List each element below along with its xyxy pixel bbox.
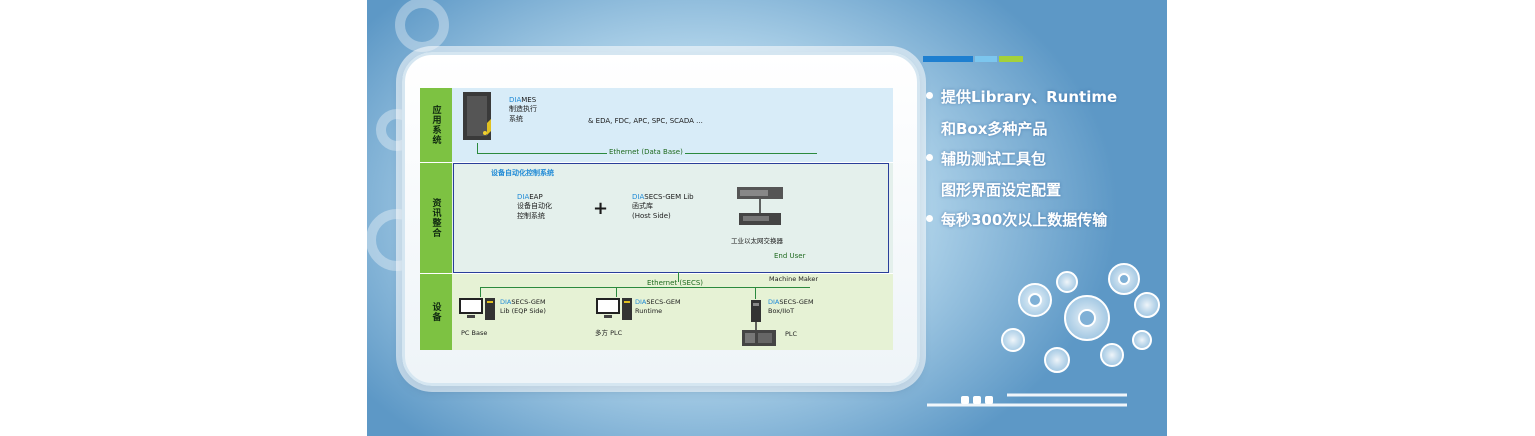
product-banner: 应用系统 DIAMES 制造执行 系统 & EDA, FDC, APC, SPC… bbox=[367, 0, 1167, 436]
dev1-label: DIASECS-GEM Lib (EQP Side) bbox=[500, 298, 546, 315]
row-integration: 资讯整合 设备自动化控制系统 DIAEAP 设备自动化 控制系统 + DIASE… bbox=[420, 163, 893, 273]
switch-icon bbox=[737, 187, 783, 225]
accent-bar-green bbox=[999, 56, 1023, 62]
line-secs-vertical bbox=[678, 272, 679, 282]
line-drop-2 bbox=[616, 287, 617, 297]
end-user-label: End User bbox=[774, 252, 806, 260]
accent-bar-blue bbox=[923, 56, 973, 62]
line-secs bbox=[480, 287, 810, 288]
systems-text: & EDA, FDC, APC, SPC, SCADA ... bbox=[588, 117, 703, 125]
switch-label: 工业以太网交换器 bbox=[731, 237, 783, 245]
bullet-dot-icon bbox=[926, 154, 933, 161]
row-label-application: 应用系统 bbox=[420, 88, 452, 162]
line-drop-1 bbox=[480, 287, 481, 297]
ethernet-db-label: Ethernet (Data Base) bbox=[607, 148, 685, 158]
dev2-label: DIASECS-GEM Runtime bbox=[635, 298, 681, 315]
row-label-integration: 资讯整合 bbox=[420, 163, 452, 273]
row-equipment: 设备 Ethernet (SECS) Machine Maker DIASECS… bbox=[420, 272, 893, 350]
eap-label: DIAEAP 设备自动化 控制系统 bbox=[517, 193, 552, 220]
feature-item: 提供Library、Runtime bbox=[926, 86, 1117, 107]
line-drop-3 bbox=[755, 287, 756, 299]
eac-title: 设备自动化控制系统 bbox=[491, 169, 554, 177]
machine-maker-label: Machine Maker bbox=[769, 275, 819, 283]
architecture-card: 应用系统 DIAMES 制造执行 系统 & EDA, FDC, APC, SPC… bbox=[402, 52, 920, 386]
dev3-label: DIASECS-GEM Box/IIoT bbox=[768, 298, 814, 315]
accent-bar-light bbox=[975, 56, 997, 62]
pc-icon bbox=[459, 298, 495, 320]
bullet-dot-icon bbox=[926, 92, 933, 99]
iot-box-icon bbox=[742, 300, 776, 346]
architecture-diagram: 应用系统 DIAMES 制造执行 系统 & EDA, FDC, APC, SPC… bbox=[420, 88, 893, 350]
plus-sign: + bbox=[593, 198, 609, 219]
dev3-caption: PLC bbox=[785, 330, 798, 338]
eac-frame bbox=[453, 163, 889, 273]
ethernet-secs-label: Ethernet (SECS) bbox=[647, 279, 704, 287]
feature-item: 图形界面设定配置 bbox=[941, 181, 1062, 199]
secs-lib-label: DIASECS-GEM Lib 函式库 (Host Side) bbox=[632, 193, 694, 220]
line-db-stub bbox=[477, 143, 478, 154]
feature-item: 和Box多种产品 bbox=[941, 120, 1048, 138]
mes-label: DIAMES 制造执行 系统 bbox=[509, 96, 537, 123]
row-application: 应用系统 DIAMES 制造执行 系统 & EDA, FDC, APC, SPC… bbox=[420, 88, 893, 162]
feature-item: 辅助测试工具包 bbox=[926, 148, 1046, 169]
feature-item: 每秒300次以上数据传输 bbox=[926, 209, 1107, 230]
gear-background-icon bbox=[367, 0, 1160, 407]
row-label-equipment: 设备 bbox=[420, 274, 452, 350]
dev1-caption: PC Base bbox=[461, 329, 488, 337]
dev2-caption: 多方 PLC bbox=[595, 329, 623, 337]
bullet-dot-icon bbox=[926, 215, 933, 222]
server-icon bbox=[463, 92, 491, 140]
plc-pc-icon bbox=[596, 298, 632, 320]
